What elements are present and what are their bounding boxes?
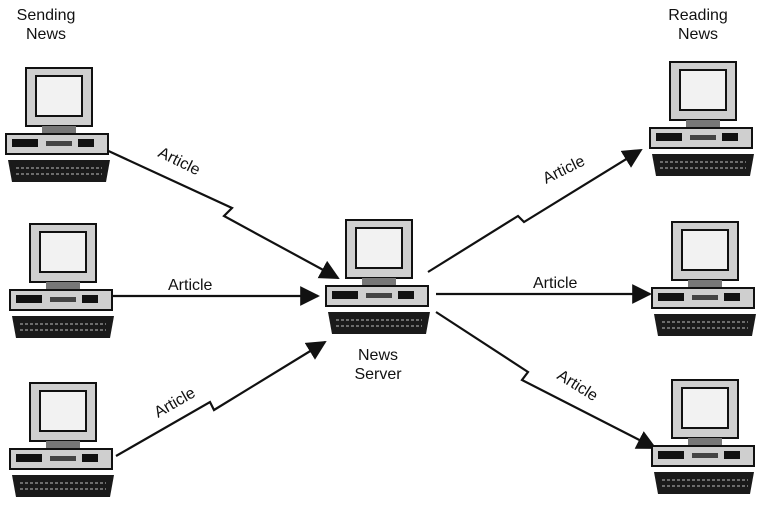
sending-news-title: Sending News xyxy=(3,6,89,44)
sending-news-title-line1: Sending xyxy=(16,7,76,24)
news-server-title-line2: Server xyxy=(354,366,402,383)
reader-1-computer-icon xyxy=(649,61,754,176)
sending-news-title-line2: News xyxy=(25,26,66,43)
news-server-title: News Server xyxy=(335,346,421,384)
news-server-title-line1: News xyxy=(357,347,398,364)
reader-3-computer-icon xyxy=(651,379,755,494)
reading-news-title-line2: News xyxy=(677,26,718,43)
edge-sender-1-to-server xyxy=(101,147,340,279)
edge-label-sender-2: Article xyxy=(168,277,213,294)
reader-2-computer-icon xyxy=(651,221,756,336)
edge-label-reader-1: Article xyxy=(540,153,587,188)
edge-label-reader-2: Article xyxy=(533,275,578,292)
edge-label-sender-3: Article xyxy=(152,384,199,421)
edge-server-to-reader-3 xyxy=(435,311,657,449)
edge-sender-3-to-server xyxy=(115,340,327,457)
sender-2-computer-icon xyxy=(9,223,114,338)
sender-1-computer-icon xyxy=(5,67,110,182)
reading-news-title: Reading News xyxy=(655,6,741,44)
reading-news-title-line1: Reading xyxy=(668,7,728,24)
news-server-computer-icon xyxy=(325,219,430,334)
sender-3-computer-icon xyxy=(9,382,114,497)
edge-server-to-reader-1 xyxy=(427,148,643,273)
edge-label-sender-1: Article xyxy=(155,144,202,179)
